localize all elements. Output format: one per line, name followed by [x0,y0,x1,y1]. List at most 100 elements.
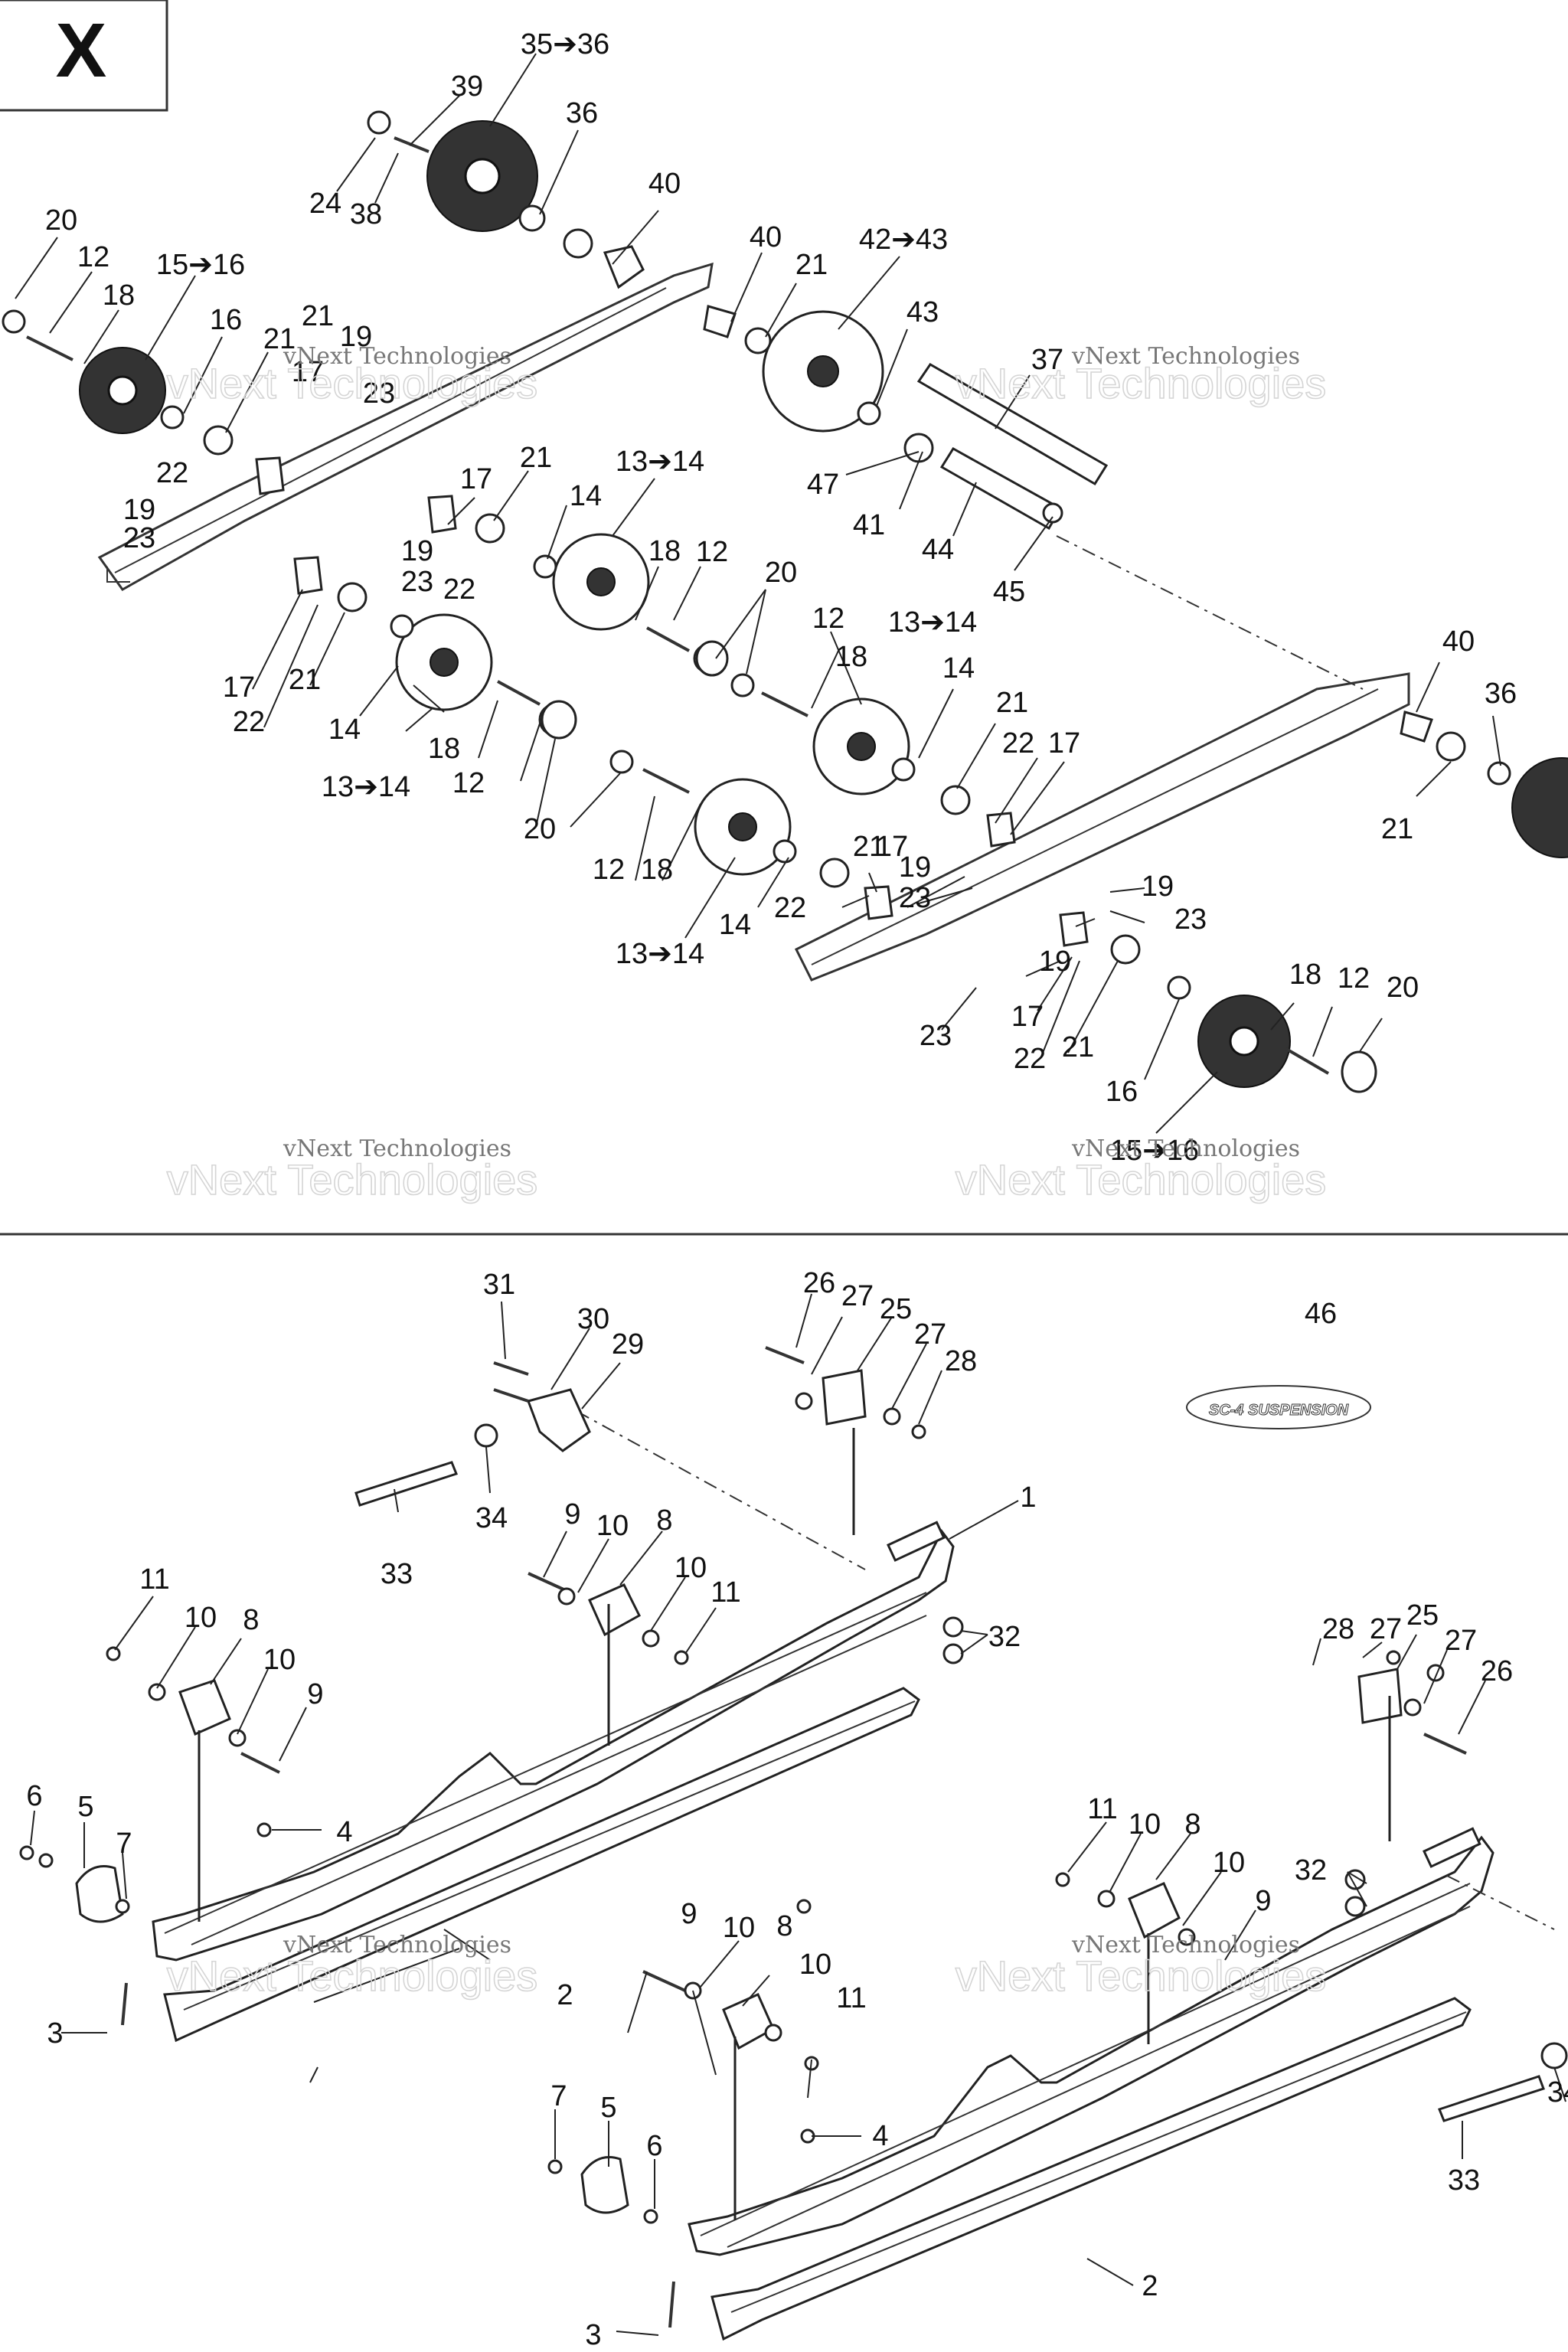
callout-label: 18 [103,279,135,312]
callout-label: 19 [899,851,931,884]
wheel-13a [552,533,650,631]
logo-text: SC-4 SUSPENSION [1209,1402,1349,1419]
callout-label: 8 [776,1910,792,1942]
callout-label: 22 [1002,727,1034,760]
callout-label: 27 [841,1280,874,1312]
callout-label: 34 [1547,2076,1568,2109]
wheel-35b [1511,757,1568,858]
callout-label: 46 [1305,1298,1337,1330]
callout-label: 12 [696,536,728,568]
callout-label: 17 [1048,727,1080,760]
wheel-15b [1197,995,1291,1088]
callout-label: 10 [1129,1808,1161,1841]
callout-label: 8 [656,1504,672,1537]
section-letter-box: X [0,0,168,112]
callout-label: 34 [475,1502,508,1534]
bracket [527,1388,591,1452]
callout-label: 27 [1445,1625,1477,1657]
callout-label: 9 [564,1498,580,1530]
callout-label: 24 [309,188,341,220]
callout-label: 1 [1020,1481,1036,1514]
callout-label: 21 [302,300,334,332]
callout-label: 11 [139,1563,169,1596]
callout-label: 32 [988,1621,1021,1653]
sc-suspension-logo: SC-4 SUSPENSION [1186,1385,1371,1429]
callout-label: 12 [77,241,109,273]
callout-label: 31 [483,1269,515,1301]
callout-label: 17 [460,463,492,495]
callout-label: 5 [600,2092,616,2124]
watermark: vNext Technologies [956,359,1327,407]
watermarks: vNext Technologies vNext Technologies vN… [166,343,1327,2001]
callout-label: 44 [922,534,954,566]
callout-label: 6 [646,2130,662,2162]
callout-label: 10 [185,1602,217,1634]
callout-label: 40 [1442,626,1475,658]
callout-label: 12 [812,603,844,635]
slider-blocks [178,1583,1181,2050]
watermark: vNext Technologies [956,1952,1327,2000]
callout-label: 6 [26,1780,42,1812]
caps [541,640,1377,1093]
callout-label: 13➔14 [322,771,410,803]
callout-label: 7 [550,2080,567,2112]
watermark: vNext Technologies [167,359,538,407]
callout-label: 9 [307,1678,323,1710]
callout-label: 11 [710,1576,740,1609]
watermark: vNext Technologies [283,1932,511,1958]
callout-label: 35➔36 [521,28,609,60]
watermark: vNext Technologies [1071,343,1300,370]
callout-label: 22 [156,457,188,489]
callout-label: 45 [993,576,1025,608]
axle-blocks [255,245,1433,947]
callout-label: 13➔14 [616,446,704,478]
watermark: vNext Technologies [167,1952,538,2000]
callout-label: 13➔14 [616,938,704,970]
callout-label: 4 [336,1816,352,1848]
callout-label: 21 [289,664,321,696]
callout-label: 19 [340,321,372,353]
callout-label: 16 [210,304,242,336]
callout-label: 20 [524,813,556,845]
callout-label: 14 [719,909,751,941]
callout-label: 23 [920,1020,952,1052]
callout-label: 42➔43 [859,224,948,256]
fasteners-bottom [19,1392,1568,2224]
callout-label: 26 [803,1267,835,1299]
callout-label: 16 [1106,1076,1138,1108]
callout-label: 3 [585,2319,601,2351]
callout-label: 30 [577,1303,609,1335]
callout-label: 47 [807,469,839,501]
callout-label: 41 [853,509,885,541]
callout-label: 43 [906,296,939,328]
callout-label: 23 [899,882,931,914]
callout-label: 40 [750,221,782,253]
callout-label: 10 [675,1552,707,1584]
callout-label: 18 [428,733,460,765]
callout-label: 21 [795,249,828,281]
callout-label: 10 [723,1912,755,1944]
callout-label: 15➔16 [1110,1135,1199,1167]
callout-label: 20 [45,204,77,237]
wheel-13b [395,613,493,711]
callout-label: 21 [263,323,296,355]
callout-label: 19 [1039,946,1071,978]
callout-label: 19 [401,535,433,567]
callout-label: 28 [945,1345,977,1377]
bolts-top [26,136,1330,1075]
section-letter: X [56,8,107,93]
end-caps [75,1865,629,2214]
watermark: vNext Technologies [1071,1135,1300,1162]
watermark: vNext Technologies [1071,1932,1300,1958]
callout-label: 12 [593,854,625,886]
callout-label: 37 [1031,344,1063,376]
callout-label: 23 [123,522,155,554]
callout-label: 9 [1255,1885,1271,1917]
leader-lines-bottom [30,1293,1566,2336]
callout-label: 14 [328,714,361,746]
callout-label: 27 [1370,1613,1402,1645]
callout-label: 3 [47,2017,63,2050]
callout-label: 10 [596,1510,629,1542]
watermark: vNext Technologies [283,1135,511,1162]
